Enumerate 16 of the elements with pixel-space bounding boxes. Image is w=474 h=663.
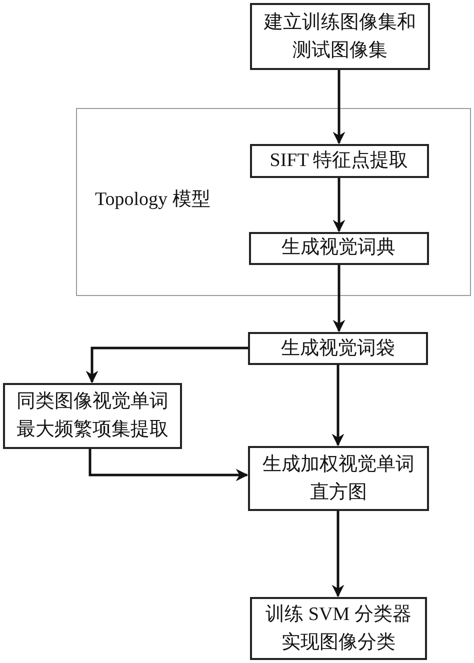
arrow	[332, 265, 346, 332]
process-box: 训练 SVM 分类器实现图像分类	[250, 597, 427, 660]
arrow	[332, 178, 346, 232]
arrow	[86, 346, 248, 384]
arrow	[88, 449, 248, 482]
arrow	[332, 511, 344, 598]
process-box: 建立训练图像集和测试图像集	[250, 3, 430, 70]
arrow	[332, 70, 346, 144]
process-box: SIFT 特征点提取	[250, 144, 428, 178]
process-box: 生成视觉词典	[248, 232, 428, 264]
group-label: Topology 模型	[95, 188, 210, 212]
group-frame	[76, 108, 471, 296]
arrow	[332, 365, 344, 446]
process-box: 同类图像视觉单词最大频繁项集提取	[3, 383, 182, 449]
process-box: 生成视觉词袋	[248, 332, 428, 365]
process-box: 生成加权视觉单词直方图	[248, 446, 429, 511]
